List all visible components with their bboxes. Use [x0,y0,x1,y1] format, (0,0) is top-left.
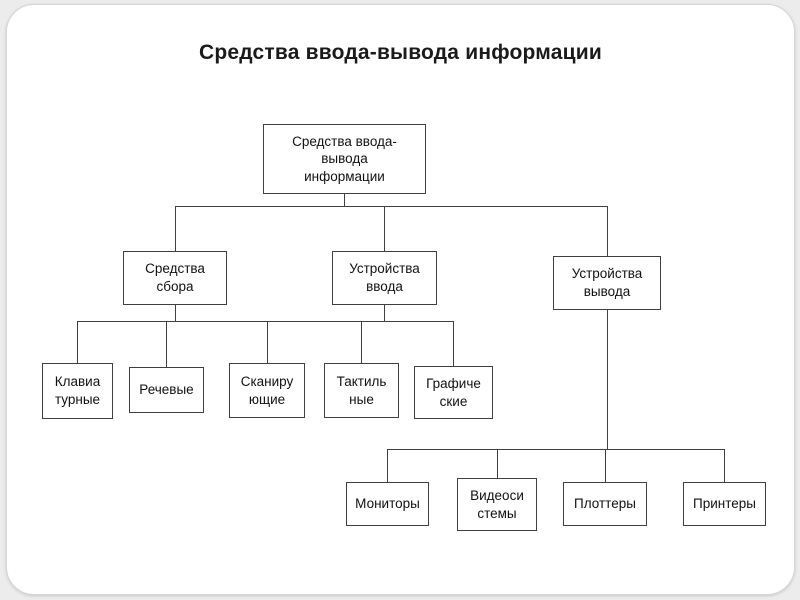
connector-line [453,321,454,366]
slide-title: Средства ввода-вывода информации [199,41,602,64]
node-graphic: Графиче ские [414,366,493,419]
node-tactile: Тактиль ные [324,363,399,418]
node-input-devices: Устройства ввода [332,251,437,305]
node-output-devices: Устройства вывода [553,256,661,310]
connector-line [344,194,345,207]
connector-line [384,305,385,321]
connector-line [384,206,385,251]
connector-line [607,310,608,449]
connector-line [166,321,167,367]
node-printers: Принтеры [683,482,766,526]
node-scanning: Сканиру ющие [229,363,305,418]
connector-line [361,321,362,363]
connector-line [77,321,454,322]
node-video-systems: Видеоси стемы [457,478,537,531]
connector-line [387,449,725,450]
connector-line [497,449,498,478]
node-root: Средства ввода- вывода информации [263,124,426,194]
node-monitors: Мониторы [346,482,429,526]
connector-line [77,321,78,363]
connector-line [175,206,176,251]
node-collection-means: Средства сбора [123,251,227,305]
connector-line [605,449,606,482]
presentation-slide: Средства ввода-вывода информации Средств… [6,4,795,595]
node-speech: Речевые [129,367,204,413]
node-plotters: Плоттеры [563,482,647,526]
connector-line [175,206,608,207]
connector-line [724,449,725,482]
connector-line [175,305,176,321]
connector-line [267,321,268,363]
node-keyboard: Клавиа турные [42,363,113,419]
connector-line [607,206,608,256]
connector-line [387,449,388,482]
